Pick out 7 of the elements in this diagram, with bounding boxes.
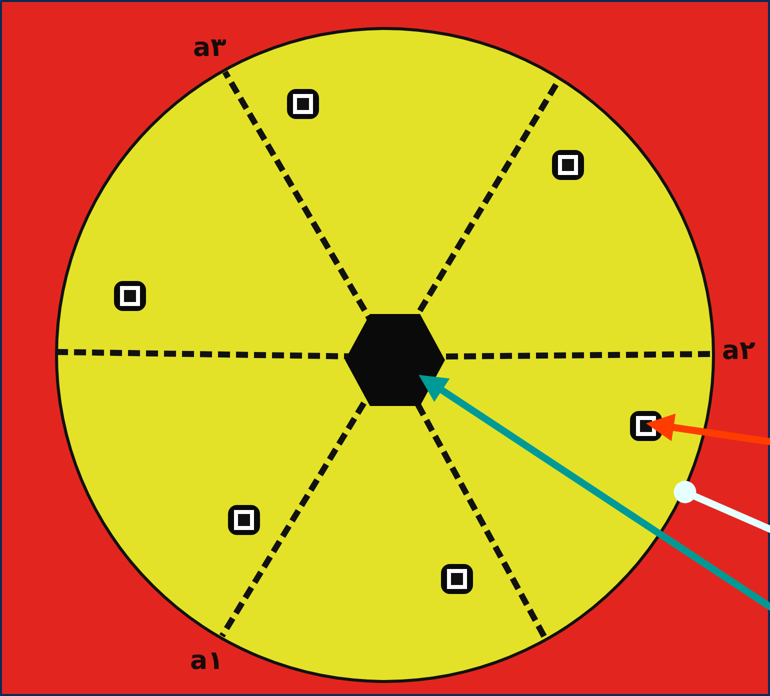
point-label: a۳ [193, 33, 226, 63]
leader-line [418, 374, 770, 611]
point-label: a۱ [190, 646, 224, 676]
leader-line [646, 414, 770, 446]
leader-line [674, 480, 770, 534]
hexagon-core [345, 314, 445, 406]
point-label: a۲ [722, 336, 756, 366]
